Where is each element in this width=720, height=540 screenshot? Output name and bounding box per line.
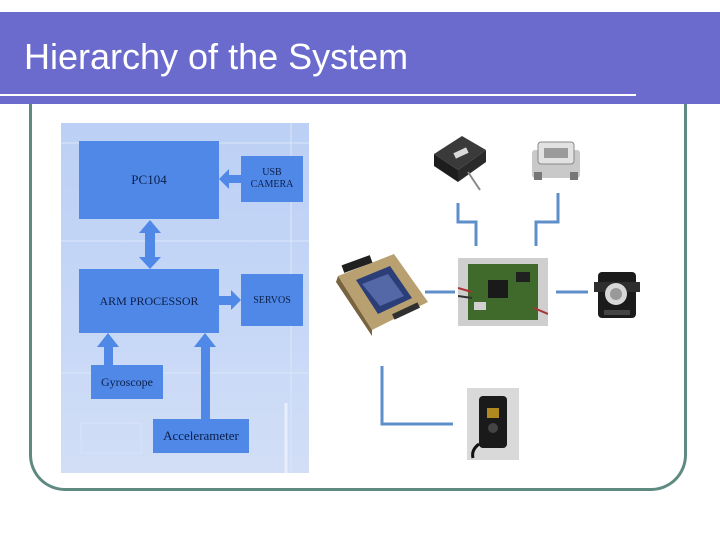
gyroscope-label: Gyroscope	[101, 374, 153, 389]
connector-accel-board	[534, 193, 560, 246]
gyroscope-block: Gyroscope	[91, 365, 163, 399]
title-tab	[636, 94, 720, 104]
title-rule	[0, 94, 636, 96]
arm-processor-block: ARM PROCESSOR	[79, 269, 219, 333]
arm-processor-label: ARM PROCESSOR	[99, 293, 199, 308]
servos-block: SERVOS	[241, 274, 303, 326]
connector-camera	[380, 366, 453, 426]
accelerometer-block: Accelerameter	[153, 419, 249, 453]
block-diagram: PC104 USB CAMERA ARM PROCESSOR SERVOS Gy…	[61, 123, 309, 473]
slide-title: Hierarchy of the System	[24, 36, 409, 77]
usb-camera-block: USB CAMERA	[241, 156, 303, 202]
arrow-usb-to-pc104	[219, 169, 243, 189]
servos-label: SERVOS	[253, 294, 291, 306]
usb-camera-label-line2: CAMERA	[250, 179, 294, 190]
pc104-board-photo	[336, 254, 428, 336]
gyroscope-sensor-photo	[434, 136, 486, 191]
arrow-arm-to-servos	[219, 290, 241, 310]
servo-motor-photo	[594, 272, 640, 318]
diagram-arrows	[97, 169, 243, 419]
pc104-block: PC104	[79, 141, 219, 219]
accelerometer-sensor-photo	[532, 141, 580, 180]
usb-camera-photo	[467, 388, 519, 460]
arrow-accel-to-arm	[194, 333, 216, 419]
arrow-gyro-to-arm	[97, 333, 119, 365]
accelerometer-label: Accelerameter	[163, 428, 239, 443]
usb-camera-label-line1: USB	[262, 167, 282, 178]
pc104-label: PC104	[131, 172, 167, 187]
arm-board-photo	[458, 258, 548, 326]
arrow-pc104-arm	[139, 220, 161, 269]
title-bar	[0, 12, 720, 104]
connector-gyro-board	[456, 203, 478, 246]
